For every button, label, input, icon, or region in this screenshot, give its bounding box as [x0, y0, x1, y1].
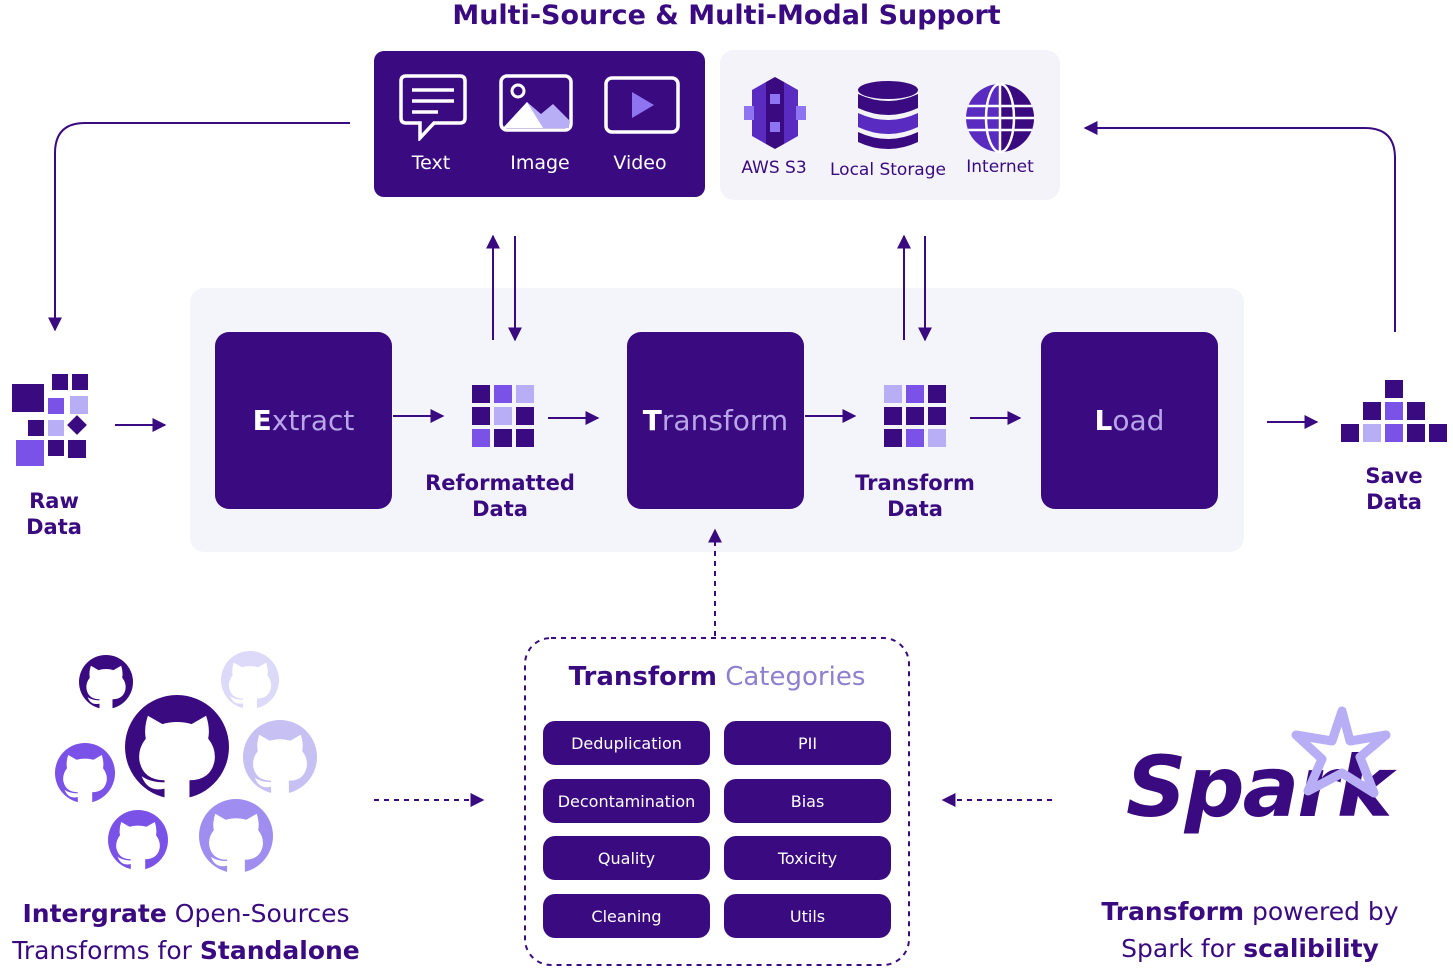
- extract-initial: E: [252, 404, 272, 437]
- opensource-caption: Intergrate Open-Sources Transforms for S…: [0, 895, 372, 969]
- opensource-caption-line1: Intergrate Open-Sources: [0, 895, 372, 932]
- source-label-internet: Internet: [966, 157, 1034, 177]
- category-chip-deduplication: Deduplication: [543, 721, 710, 765]
- reformatted-label-line2: Data: [472, 497, 528, 521]
- video-play-icon: [604, 76, 680, 134]
- load-rest: oad: [1112, 404, 1165, 437]
- modality-label-image: Image: [510, 152, 570, 174]
- spark-star-icon: [1291, 706, 1391, 798]
- spark-caption-bold1: Transform: [1101, 897, 1245, 926]
- arrow-save-to-storage: [1083, 121, 1396, 332]
- categories-box: [524, 637, 910, 966]
- arrow-sources-to-raw: [48, 122, 350, 332]
- load-initial: L: [1094, 404, 1113, 437]
- save-data-label: Save Data: [1365, 464, 1423, 514]
- modality-label-video: Video: [613, 152, 667, 174]
- opensource-caption-bold2: Standalone: [199, 936, 360, 965]
- globe-icon: [966, 82, 1034, 154]
- spark-caption-rest2: Spark for: [1121, 934, 1244, 963]
- source-label-aws: AWS S3: [741, 158, 807, 178]
- transform-rest: ransform: [661, 404, 789, 437]
- transform-data-label: Transform Data: [835, 470, 995, 522]
- modality-label-text: Text: [411, 152, 451, 174]
- database-icon: [858, 81, 918, 149]
- github-icons-cluster: [55, 651, 317, 875]
- raw-data-label: Raw Data: [26, 489, 82, 539]
- transform-data-label-line1: Transform: [855, 471, 975, 495]
- transform-data-label-line2: Data: [887, 497, 943, 521]
- category-chip-quality: Quality: [543, 836, 710, 880]
- spark-caption-rest1: powered by: [1244, 897, 1399, 926]
- category-chip-cleaning: Cleaning: [543, 894, 710, 938]
- spark-caption-bold2: scalibility: [1243, 934, 1379, 963]
- transform-initial: T: [642, 404, 662, 437]
- category-chip-utils: Utils: [724, 894, 891, 938]
- opensource-caption-rest2: Transforms for: [12, 936, 200, 965]
- aws-s3-icon: [744, 77, 806, 149]
- category-chip-decontamination: Decontamination: [543, 779, 710, 823]
- reformatted-data-label: Reformatted Data: [420, 470, 580, 522]
- spark-logo: Spark: [1126, 738, 1393, 836]
- opensource-caption-bold1: Intergrate: [22, 899, 167, 928]
- spark-caption-line1: Transform powered by: [1080, 893, 1420, 930]
- reformatted-label-line1: Reformatted: [425, 471, 575, 495]
- category-chip-pii: PII: [724, 721, 891, 765]
- image-icon: [499, 74, 573, 132]
- chat-text-icon: [399, 74, 467, 141]
- transform-data-icon: [884, 385, 946, 447]
- categories-title-light: Categories: [725, 662, 866, 692]
- opensource-caption-rest1: Open-Sources: [166, 899, 350, 928]
- opensource-caption-line2: Transforms for Standalone: [0, 932, 372, 969]
- source-label-local: Local Storage: [830, 160, 946, 180]
- category-chip-bias: Bias: [724, 779, 891, 823]
- raw-data-icon: [12, 374, 88, 466]
- spark-caption: Transform powered by Spark for scalibili…: [1080, 893, 1420, 967]
- categories-title: Transform Categories: [525, 662, 909, 692]
- categories-title-bold: Transform: [568, 662, 717, 692]
- reformatted-data-icon: [472, 385, 534, 447]
- save-data-icon: [1341, 380, 1447, 442]
- diagram-title: Multi-Source & Multi-Modal Support: [452, 0, 1001, 31]
- extract-rest: xtract: [271, 404, 355, 437]
- spark-caption-line2: Spark for scalibility: [1080, 930, 1420, 967]
- category-chip-toxicity: Toxicity: [724, 836, 891, 880]
